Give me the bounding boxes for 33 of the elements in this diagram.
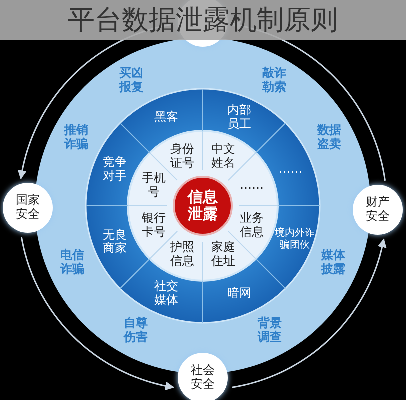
risk-label: 媒体披露 bbox=[320, 249, 347, 277]
sector-label: 家庭住址 bbox=[210, 241, 236, 269]
circle-label: 国家安全 bbox=[16, 194, 40, 222]
sector-label: 手机号 bbox=[142, 172, 167, 200]
sector-label: 中文姓名 bbox=[210, 143, 236, 171]
sector-label: 内部员工 bbox=[226, 104, 252, 132]
sector-label: 社交媒体 bbox=[154, 280, 180, 308]
sector-label: 护照信息 bbox=[170, 241, 196, 269]
sector-label: 无良商家 bbox=[102, 228, 128, 256]
circle-label: 财产安全 bbox=[366, 196, 390, 224]
sector-label: …… bbox=[278, 162, 304, 177]
risk-label: 买凶报复 bbox=[118, 67, 144, 95]
sector-label: 业务信息 bbox=[239, 212, 264, 240]
orbit-arrow bbox=[232, 238, 387, 388]
sector-label: 黑客 bbox=[154, 111, 180, 126]
outer-circle bbox=[353, 185, 403, 235]
sector-label: 银行卡号 bbox=[142, 212, 167, 240]
circle-label: 社会安全 bbox=[190, 364, 216, 392]
risk-label: 电信诈骗 bbox=[59, 249, 86, 277]
risk-label: 敲诈勒索 bbox=[262, 67, 288, 95]
risk-label: 背景调查 bbox=[257, 317, 284, 345]
sector-label: 暗网 bbox=[226, 286, 252, 301]
risk-label: 自尊伤害 bbox=[122, 317, 149, 345]
sector-label: 身份证号 bbox=[170, 143, 196, 171]
sector-label: 竞争对手 bbox=[102, 156, 128, 184]
outer-circle bbox=[3, 183, 53, 233]
sector-label: 境内外诈骗团伙 bbox=[274, 228, 316, 252]
title: 平台数据泄露机制原则 bbox=[0, 0, 406, 40]
risk-label: 推销诈骗 bbox=[64, 124, 90, 152]
orbit-arrow bbox=[20, 237, 175, 391]
center-label: 信息泄露 bbox=[188, 188, 218, 224]
risk-label: 数据盗卖 bbox=[316, 124, 342, 152]
sector-label: …… bbox=[239, 178, 264, 193]
